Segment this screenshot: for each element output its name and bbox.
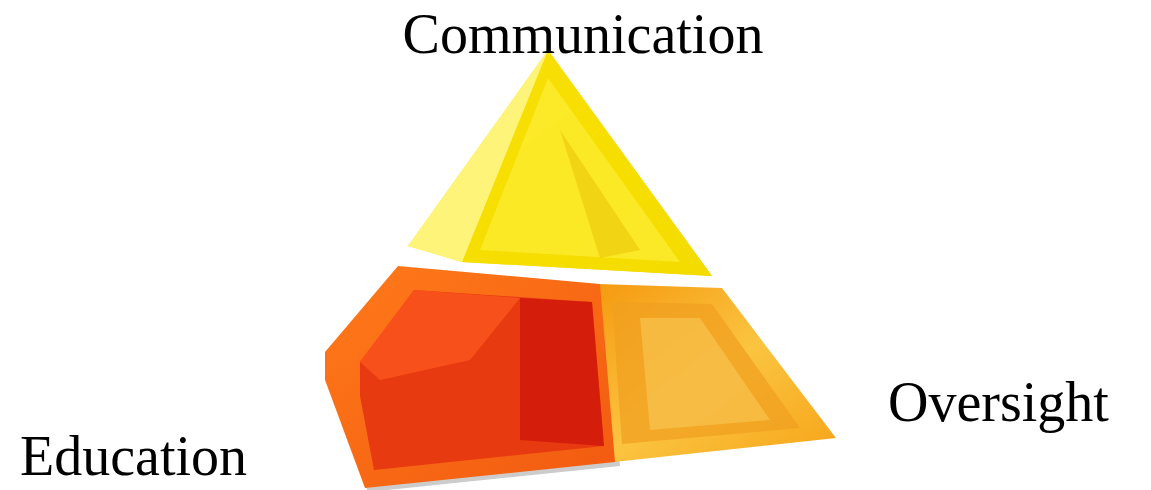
- top-pyramid-side: [408, 50, 548, 262]
- left-block-facet: [360, 290, 520, 380]
- left-label: Education: [20, 426, 247, 488]
- right-block: [598, 284, 836, 462]
- top-pyramid-shade: [560, 130, 640, 258]
- right-block-highlight: [640, 318, 770, 430]
- top-label: Communication: [403, 4, 764, 66]
- left-block-shade: [520, 298, 604, 446]
- left-block: [325, 266, 615, 488]
- left-block-inner: [360, 290, 604, 470]
- top-pyramid: [408, 50, 712, 276]
- right-block-inner: [612, 302, 800, 444]
- right-label: Oversight: [888, 372, 1109, 434]
